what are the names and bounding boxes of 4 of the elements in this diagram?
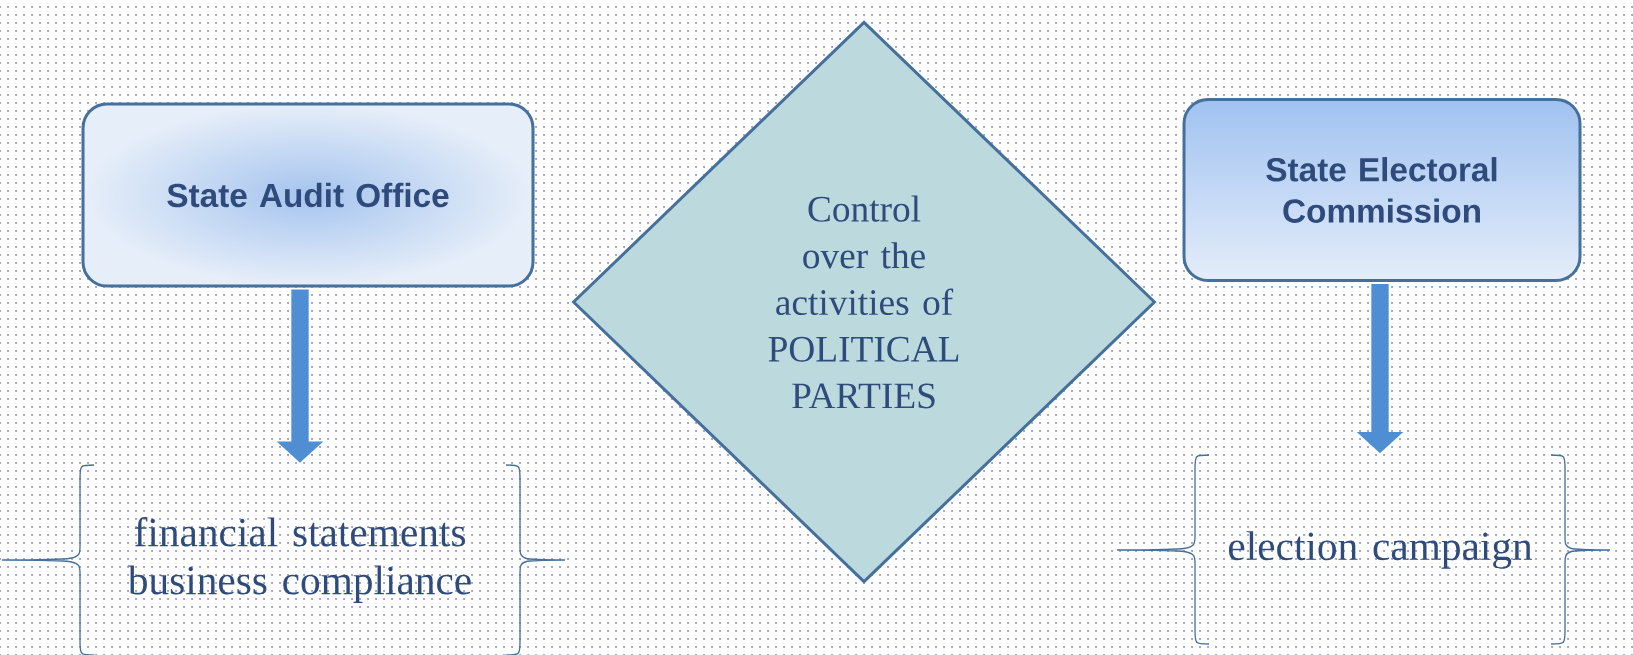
- rounded-box: State Audit Office: [81, 102, 535, 288]
- rounded-box: State Electoral Commission: [1182, 98, 1582, 282]
- bracketed-text: election campaign: [1116, 454, 1611, 645]
- bracketed-text: financial statements business compliance: [1, 464, 566, 655]
